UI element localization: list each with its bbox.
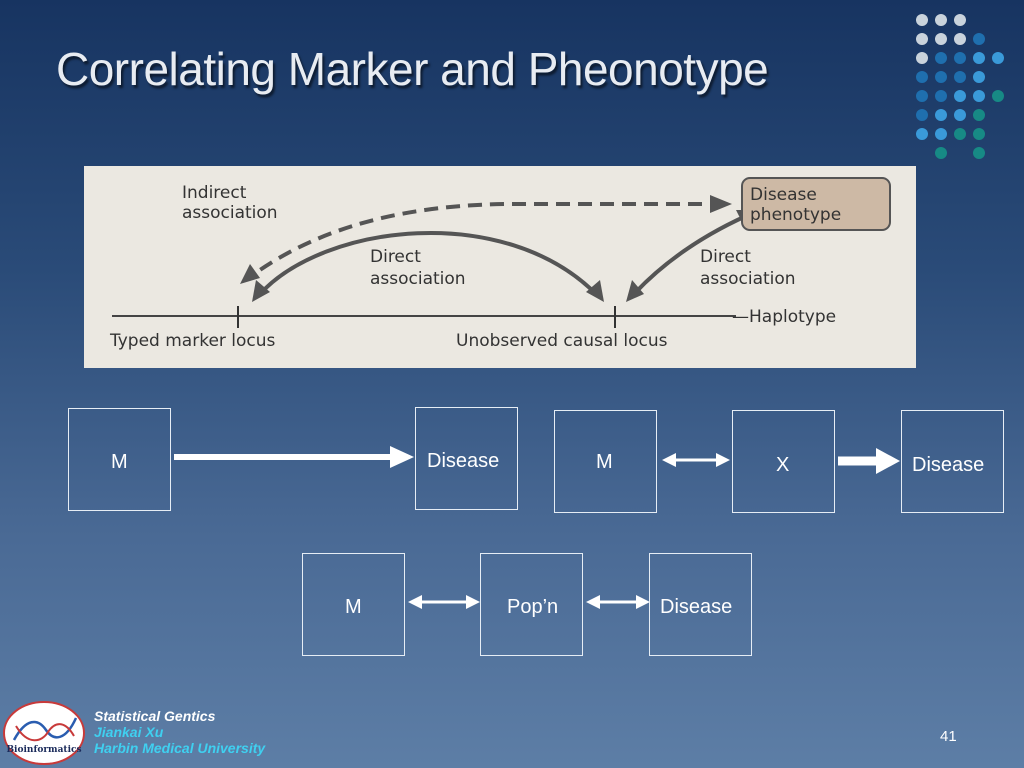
dot-row-6: [916, 109, 985, 121]
direct-right-arrowhead-bottom: [626, 280, 644, 302]
phenotype-label-line2: phenotype: [750, 205, 841, 225]
footer-course: Statistical Gentics: [94, 708, 216, 724]
disease-box-direct: Disease: [415, 407, 518, 510]
x-box: X: [732, 410, 835, 513]
association-diagram-svg: Indirect association Direct association …: [109, 177, 891, 351]
m-x-arrowhead-right: [716, 453, 730, 467]
indirect-arrowhead-left: [240, 264, 260, 284]
direct-association-left-arrow: [258, 230, 598, 296]
bioinformatics-logo: Bioinformatics: [3, 701, 85, 765]
m-box-direct-label: M: [111, 451, 128, 473]
relation-arrows: [174, 446, 900, 609]
disease-box-population-label: Disease: [660, 596, 733, 618]
slide-title: Correlating Marker and Pheonotype: [56, 43, 769, 95]
m-popn-arrowhead-left: [408, 595, 422, 609]
dot-row-3: [916, 52, 1004, 64]
disease-box-direct-label: Disease: [427, 450, 500, 472]
disease-box-linked: Disease: [901, 410, 1004, 513]
dot-row-8: [935, 147, 985, 159]
typed-marker-label: Typed marker locus: [109, 331, 276, 351]
direct-left-arrowhead-right: [586, 280, 604, 302]
x-box-label: X: [776, 454, 790, 476]
haplotype-label: —Haplotype: [732, 307, 836, 327]
dna-helix-strand-icon: [15, 723, 75, 742]
indirect-arrowhead-right: [710, 195, 732, 213]
m-box-direct: M: [68, 408, 171, 511]
direct-right-label-line1: Direct: [700, 247, 751, 267]
x-to-disease-arrowhead: [876, 448, 900, 474]
m-popn-arrowhead-right: [466, 595, 480, 609]
dot-row-5: [916, 90, 1004, 102]
footer-university: Harbin Medical University: [94, 740, 266, 756]
popn-box-label: Pop’n: [507, 596, 559, 618]
m-box-population: M: [302, 553, 405, 656]
logo-text: Bioinformatics: [6, 745, 81, 755]
m-x-arrowhead-left: [662, 453, 676, 467]
popn-disease-arrowhead-right: [636, 595, 650, 609]
association-diagram: Indirect association Direct association …: [84, 166, 916, 368]
dot-row-2: [916, 33, 985, 45]
unobserved-causal-label: Unobserved causal locus: [456, 331, 668, 351]
popn-box: Pop’n: [480, 553, 583, 656]
indirect-label-line1: Indirect: [182, 183, 247, 203]
dot-row-7: [916, 128, 985, 140]
footer-credits: Statistical Gentics Jiankai Xu Harbin Me…: [94, 708, 265, 756]
footer-author: Jiankai Xu: [94, 724, 164, 740]
disease-phenotype-box: [741, 177, 891, 231]
disease-box-population: Disease: [649, 553, 752, 656]
dna-helix-icon: [12, 717, 78, 741]
direct-left-label-line1: Direct: [370, 247, 421, 267]
direct-left-arrowhead-left: [252, 280, 270, 302]
dot-row-4: [916, 71, 985, 83]
direct-association-right-arrow: [632, 214, 747, 296]
direct-left-label-line2: association: [370, 269, 466, 289]
phenotype-label-line1: Disease: [750, 185, 817, 205]
haplotype-label-text: Haplotype: [749, 307, 836, 327]
indirect-association-arrow: [244, 202, 724, 282]
m-to-disease-arrowhead: [390, 446, 414, 468]
m-box-linked: M: [554, 410, 657, 513]
dot-row-1: [916, 14, 966, 26]
disease-box-linked-label: Disease: [912, 454, 985, 476]
slide-number: 41: [940, 728, 957, 745]
m-box-linked-label: M: [596, 451, 613, 473]
direct-right-label-line2: association: [700, 269, 796, 289]
m-box-population-label: M: [345, 596, 362, 618]
popn-disease-arrowhead-left: [586, 595, 600, 609]
logo-ring: [3, 701, 85, 765]
indirect-label-line2: association: [182, 203, 278, 223]
